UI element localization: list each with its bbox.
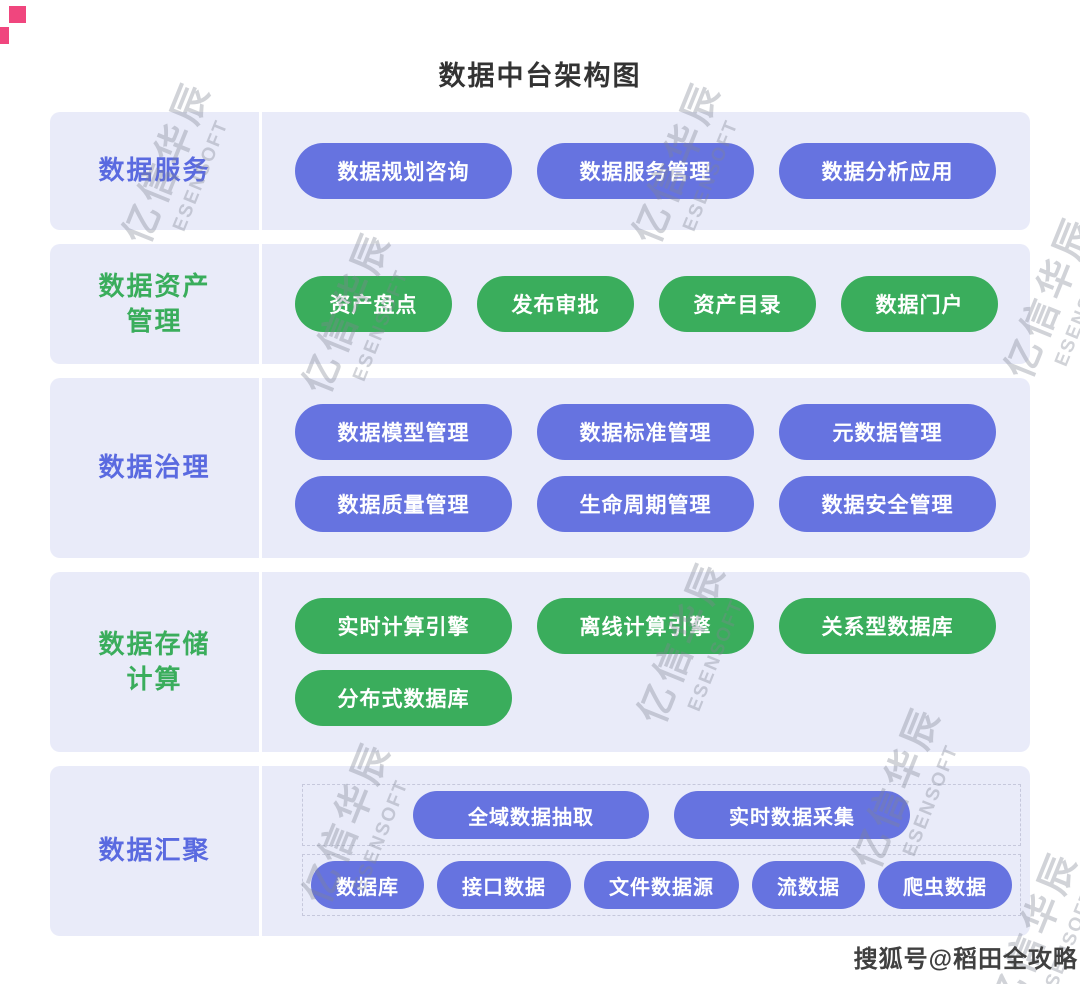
diagram-pill: 数据门户 — [841, 276, 998, 332]
watermark-en-text: ESENSOFT — [1051, 251, 1080, 370]
diagram-pill: 数据标准管理 — [537, 404, 754, 460]
diagram-pill: 接口数据 — [437, 861, 571, 909]
diagram-pill: 爬虫数据 — [878, 861, 1012, 909]
page-title: 数据中台架构图 — [438, 61, 642, 91]
diagram-pill: 关系型数据库 — [779, 598, 996, 654]
pill-row: 数据规划咨询数据服务管理数据分析应用 — [295, 143, 1002, 199]
diagram-sections: 数据服务数据规划咨询数据服务管理数据分析应用数据资产 管理资产盘点发布审批资产目… — [50, 112, 1030, 936]
diagram-pill: 发布审批 — [477, 276, 634, 332]
pill-row: 数据质量管理生命周期管理数据安全管理 — [295, 476, 1002, 532]
section-label: 数据汇聚 — [50, 766, 262, 936]
section-label: 数据服务 — [50, 112, 262, 230]
diagram-pill: 离线计算引擎 — [537, 598, 754, 654]
pill-row: 实时计算引擎离线计算引擎关系型数据库 — [295, 598, 1002, 654]
sohu-credit: 搜狐号@稻田全攻略 — [853, 946, 1078, 973]
section-label: 数据资产 管理 — [50, 244, 262, 364]
section-2: 数据资产 管理资产盘点发布审批资产目录数据门户 — [50, 244, 1030, 364]
pill-row: 数据模型管理数据标准管理元数据管理 — [295, 404, 1002, 460]
section-body: 全域数据抽取实时数据采集数据库接口数据文件数据源流数据爬虫数据 — [262, 766, 1051, 936]
diagram-pill: 数据库 — [311, 861, 424, 909]
section-label: 数据治理 — [50, 378, 262, 558]
diagram-pill: 流数据 — [752, 861, 865, 909]
diagram-pill: 数据规划咨询 — [295, 143, 512, 199]
diagram-pill: 实时计算引擎 — [295, 598, 512, 654]
diagram-pill: 实时数据采集 — [674, 791, 910, 839]
pill-row: 全域数据抽取实时数据采集 — [302, 784, 1021, 846]
diagram-pill: 数据安全管理 — [779, 476, 996, 532]
pill-row: 分布式数据库 — [295, 670, 1002, 726]
diagram-pill: 全域数据抽取 — [413, 791, 649, 839]
diagram-pill: 元数据管理 — [779, 404, 996, 460]
diagram-pill: 资产盘点 — [295, 276, 452, 332]
diagram-pill: 数据质量管理 — [295, 476, 512, 532]
section-body: 资产盘点发布审批资产目录数据门户 — [262, 244, 1030, 364]
section-body: 数据规划咨询数据服务管理数据分析应用 — [262, 112, 1030, 230]
diagram-pill: 资产目录 — [659, 276, 816, 332]
diagram-pill: 数据分析应用 — [779, 143, 996, 199]
diagram-pill: 文件数据源 — [584, 861, 739, 909]
pill-row: 资产盘点发布审批资产目录数据门户 — [295, 276, 1002, 332]
section-3: 数据治理数据模型管理数据标准管理元数据管理数据质量管理生命周期管理数据安全管理 — [50, 378, 1030, 558]
section-4: 数据存储 计算实时计算引擎离线计算引擎关系型数据库分布式数据库 — [50, 572, 1030, 752]
section-1: 数据服务数据规划咨询数据服务管理数据分析应用 — [50, 112, 1030, 230]
diagram-pill: 分布式数据库 — [295, 670, 512, 726]
diagram-pill: 数据服务管理 — [537, 143, 754, 199]
pill-row: 数据库接口数据文件数据源流数据爬虫数据 — [302, 854, 1021, 916]
diagram-pill: 生命周期管理 — [537, 476, 754, 532]
corner-square-left — [0, 27, 9, 44]
section-body: 数据模型管理数据标准管理元数据管理数据质量管理生命周期管理数据安全管理 — [262, 378, 1030, 558]
diagram-pill: 数据模型管理 — [295, 404, 512, 460]
section-label: 数据存储 计算 — [50, 572, 262, 752]
section-5: 数据汇聚全域数据抽取实时数据采集数据库接口数据文件数据源流数据爬虫数据 — [50, 766, 1030, 936]
section-body: 实时计算引擎离线计算引擎关系型数据库分布式数据库 — [262, 572, 1030, 752]
corner-square-top — [9, 6, 26, 23]
